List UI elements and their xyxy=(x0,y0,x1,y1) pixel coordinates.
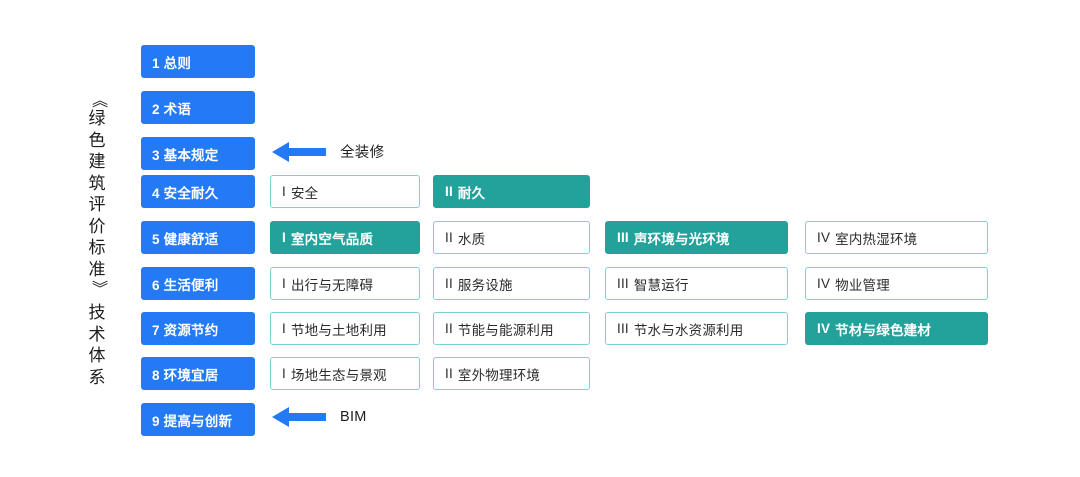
arrow-left-icon xyxy=(272,407,326,427)
chapter-label: 2 术语 xyxy=(152,101,192,117)
title-suffix-char: 系 xyxy=(88,367,106,387)
item-numeral: III xyxy=(617,276,629,291)
item-box[interactable]: IV 物业管理 xyxy=(805,267,988,300)
item-label: 节能与能源利用 xyxy=(457,322,554,338)
item-numeral: II xyxy=(445,184,453,199)
title-char: 价 xyxy=(88,216,106,236)
item-numeral: IV xyxy=(817,276,831,291)
item-box[interactable]: I 场地生态与景观 xyxy=(270,357,420,390)
chapter-label: 7 资源节约 xyxy=(152,322,219,338)
title-close-bracket: 》 xyxy=(89,279,107,297)
title-char: 标 xyxy=(88,238,106,257)
title-char: 准 xyxy=(88,259,106,279)
item-label: 场地生态与景观 xyxy=(290,367,387,383)
chapter-box[interactable]: 3 基本规定 xyxy=(141,137,255,170)
vertical-standard-title: 《绿色建筑评价标准》技术体系 xyxy=(84,92,110,430)
item-box[interactable]: III 智慧运行 xyxy=(605,267,788,300)
item-label: 室内热湿环境 xyxy=(835,231,918,247)
item-label: 耐久 xyxy=(457,185,486,201)
title-open-bracket: 《 xyxy=(89,91,107,109)
item-box[interactable]: IV 节材与绿色建材 xyxy=(805,312,988,345)
chapter-label: 1 总则 xyxy=(152,55,192,71)
item-label: 安全 xyxy=(290,185,319,201)
item-numeral: I xyxy=(282,230,286,245)
item-numeral: I xyxy=(282,184,286,199)
item-box[interactable]: I 出行与无障碍 xyxy=(270,267,420,300)
item-box[interactable]: III 声环境与光环境 xyxy=(605,221,788,254)
item-label: 节材与绿色建材 xyxy=(835,322,932,338)
item-numeral: II xyxy=(445,366,453,381)
chapter-label: 3 基本规定 xyxy=(152,147,219,163)
chapter-box[interactable]: 1 总则 xyxy=(141,45,255,78)
chapter-box[interactable]: 2 术语 xyxy=(141,91,255,124)
annotation-1: 全装修 xyxy=(272,141,384,162)
title-suffix-char: 体 xyxy=(88,346,106,365)
item-numeral: III xyxy=(617,230,629,245)
item-box[interactable]: I 节地与土地利用 xyxy=(270,312,420,345)
chapter-label: 6 生活便利 xyxy=(152,277,219,293)
item-box[interactable]: II 耐久 xyxy=(433,175,590,208)
arrow-left-icon xyxy=(272,141,326,162)
chapter-label: 5 健康舒适 xyxy=(152,231,219,247)
item-label: 水质 xyxy=(457,231,486,247)
item-numeral: III xyxy=(617,321,629,336)
item-box[interactable]: I 室内空气品质 xyxy=(270,221,420,254)
item-box[interactable]: IV 室内热湿环境 xyxy=(805,221,988,254)
chapter-label: 4 安全耐久 xyxy=(152,185,219,201)
item-numeral: I xyxy=(282,366,286,381)
item-label: 室外物理环境 xyxy=(457,367,541,383)
chapter-box[interactable]: 4 安全耐久 xyxy=(141,175,255,208)
item-numeral: I xyxy=(282,276,286,291)
title-char: 色 xyxy=(88,130,106,150)
item-label: 物业管理 xyxy=(835,277,890,293)
item-label: 服务设施 xyxy=(457,277,513,293)
item-label: 声环境与光环境 xyxy=(633,231,730,247)
item-numeral: I xyxy=(282,321,286,336)
item-label: 节地与土地利用 xyxy=(290,322,387,338)
item-numeral: II xyxy=(445,321,453,336)
item-box[interactable]: II 室外物理环境 xyxy=(433,357,590,390)
title-char: 评 xyxy=(88,195,106,214)
title-suffix-char: 术 xyxy=(88,324,106,344)
item-numeral: II xyxy=(445,276,453,291)
annotation-2: BIM xyxy=(272,407,367,427)
chapter-box[interactable]: 5 健康舒适 xyxy=(141,221,255,254)
item-numeral: IV xyxy=(817,321,831,336)
chapter-box[interactable]: 6 生活便利 xyxy=(141,267,255,300)
item-label: 节水与水资源利用 xyxy=(633,322,744,338)
title-suffix-char: 技 xyxy=(88,303,106,322)
chapter-box[interactable]: 7 资源节约 xyxy=(141,312,255,345)
annotation-label: 全装修 xyxy=(340,145,385,161)
chapter-label: 9 提高与创新 xyxy=(152,413,233,429)
item-label: 出行与无障碍 xyxy=(290,277,374,293)
title-char: 建 xyxy=(88,152,106,171)
item-numeral: IV xyxy=(817,230,831,245)
item-label: 智慧运行 xyxy=(633,277,689,293)
item-box[interactable]: II 水质 xyxy=(433,221,590,254)
chapter-label: 8 环境宜居 xyxy=(152,367,219,383)
item-box[interactable]: I 安全 xyxy=(270,175,420,208)
item-box[interactable]: II 节能与能源利用 xyxy=(433,312,590,345)
item-box[interactable]: III 节水与水资源利用 xyxy=(605,312,788,345)
item-box[interactable]: II 服务设施 xyxy=(433,267,590,300)
title-char: 筑 xyxy=(88,173,106,193)
item-numeral: II xyxy=(445,230,453,245)
title-char: 绿 xyxy=(88,109,106,128)
chapter-box[interactable]: 8 环境宜居 xyxy=(141,357,255,390)
item-label: 室内空气品质 xyxy=(290,231,374,247)
annotation-label: BIM xyxy=(340,409,367,425)
chapter-box[interactable]: 9 提高与创新 xyxy=(141,403,255,436)
